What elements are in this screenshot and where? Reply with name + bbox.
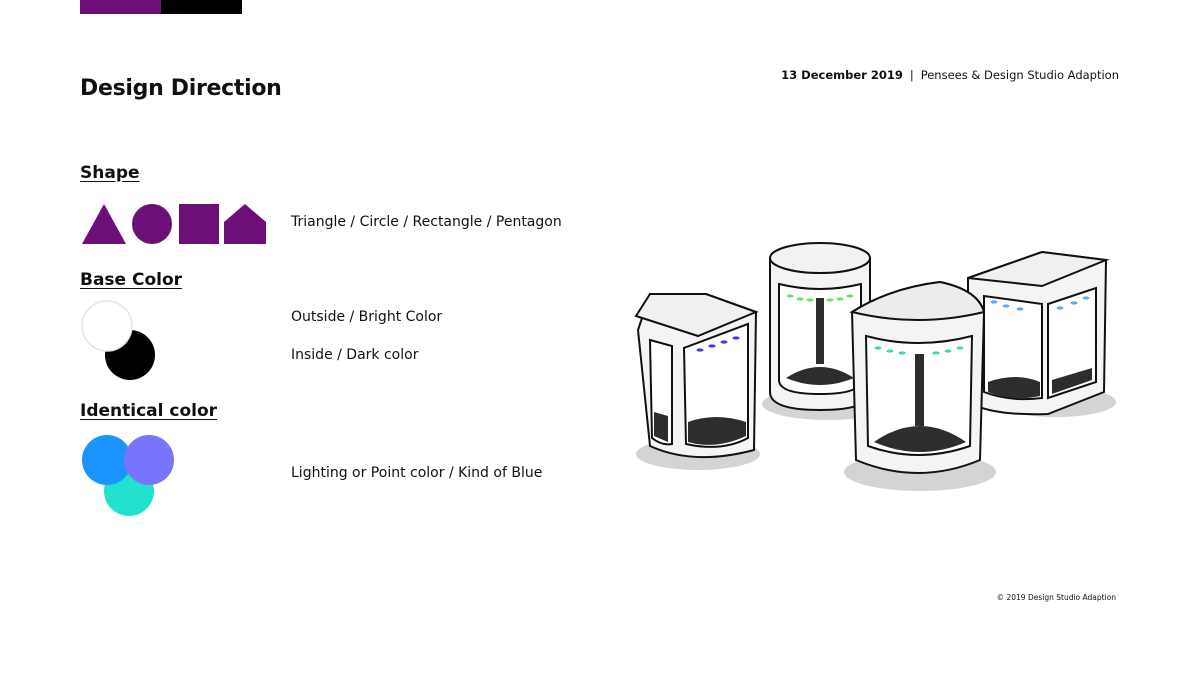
pentagon-icon xyxy=(224,204,266,244)
indigo-light-dots xyxy=(696,336,740,352)
identical-color-description: Lighting or Point color / Kind of Blue xyxy=(291,465,543,481)
shape-description: Triangle / Circle / Rectangle / Pentagon xyxy=(291,214,562,230)
base-color-outside: Outside / Bright Color xyxy=(291,309,443,325)
circle-icon xyxy=(132,204,172,244)
identical-color-heading: Identical color xyxy=(80,401,218,421)
triangle-stool-sketch xyxy=(844,280,996,491)
header-date: 13 December 2019 xyxy=(781,68,903,82)
triangle-icon xyxy=(82,204,126,244)
header-project: Pensees & Design Studio Adaption xyxy=(920,68,1119,82)
circle-stool-sketch xyxy=(762,242,894,420)
bright-color-swatch xyxy=(81,300,133,352)
shape-icons xyxy=(82,204,266,244)
green-light-dots xyxy=(786,294,854,302)
top-bar-black-segment xyxy=(161,0,242,14)
page-title: Design Direction xyxy=(80,76,282,101)
product-sketch-illustration xyxy=(634,242,1116,491)
base-color-swatches xyxy=(81,300,155,380)
blue-light-dots xyxy=(990,296,1090,311)
footer-copyright: © 2019 Design Studio Adaption xyxy=(996,593,1116,602)
top-color-bar xyxy=(80,0,242,14)
top-bar-purple-segment xyxy=(80,0,161,14)
shape-heading: Shape xyxy=(80,163,140,183)
identical-color-swatches xyxy=(82,435,174,516)
violet-blue-swatch xyxy=(124,435,174,485)
bright-blue-swatch xyxy=(82,435,132,485)
header-separator: | xyxy=(909,68,914,82)
pentagon-stool-sketch xyxy=(634,293,760,470)
base-color-heading: Base Color xyxy=(80,270,183,290)
rectangle-stool-sketch xyxy=(967,250,1116,417)
rectangle-icon xyxy=(179,204,219,244)
base-color-inside: Inside / Dark color xyxy=(291,347,419,363)
header-meta: 13 December 2019 | Pensees & Design Studio… xyxy=(781,68,1119,82)
mint-light-dots xyxy=(874,346,964,355)
